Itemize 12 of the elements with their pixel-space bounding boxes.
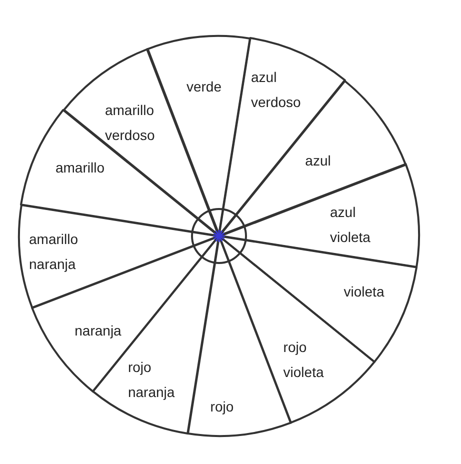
segment-label: azul verdoso [251,68,302,112]
segment-label: azul [305,151,331,170]
segment-label: verde [186,78,222,96]
segment-label: rojo naranja [128,358,176,402]
segment-label: amarillo naranja [29,230,80,274]
segment-label: rojo violeta [283,338,325,382]
segment-label: naranja [74,322,122,340]
segment-label: rojo [210,398,234,416]
segment-label: azul violeta [330,202,372,247]
segment-label: violeta [344,282,384,302]
segment-label: amarillo verdoso [104,100,156,145]
segment-label: amarillo [55,158,104,178]
